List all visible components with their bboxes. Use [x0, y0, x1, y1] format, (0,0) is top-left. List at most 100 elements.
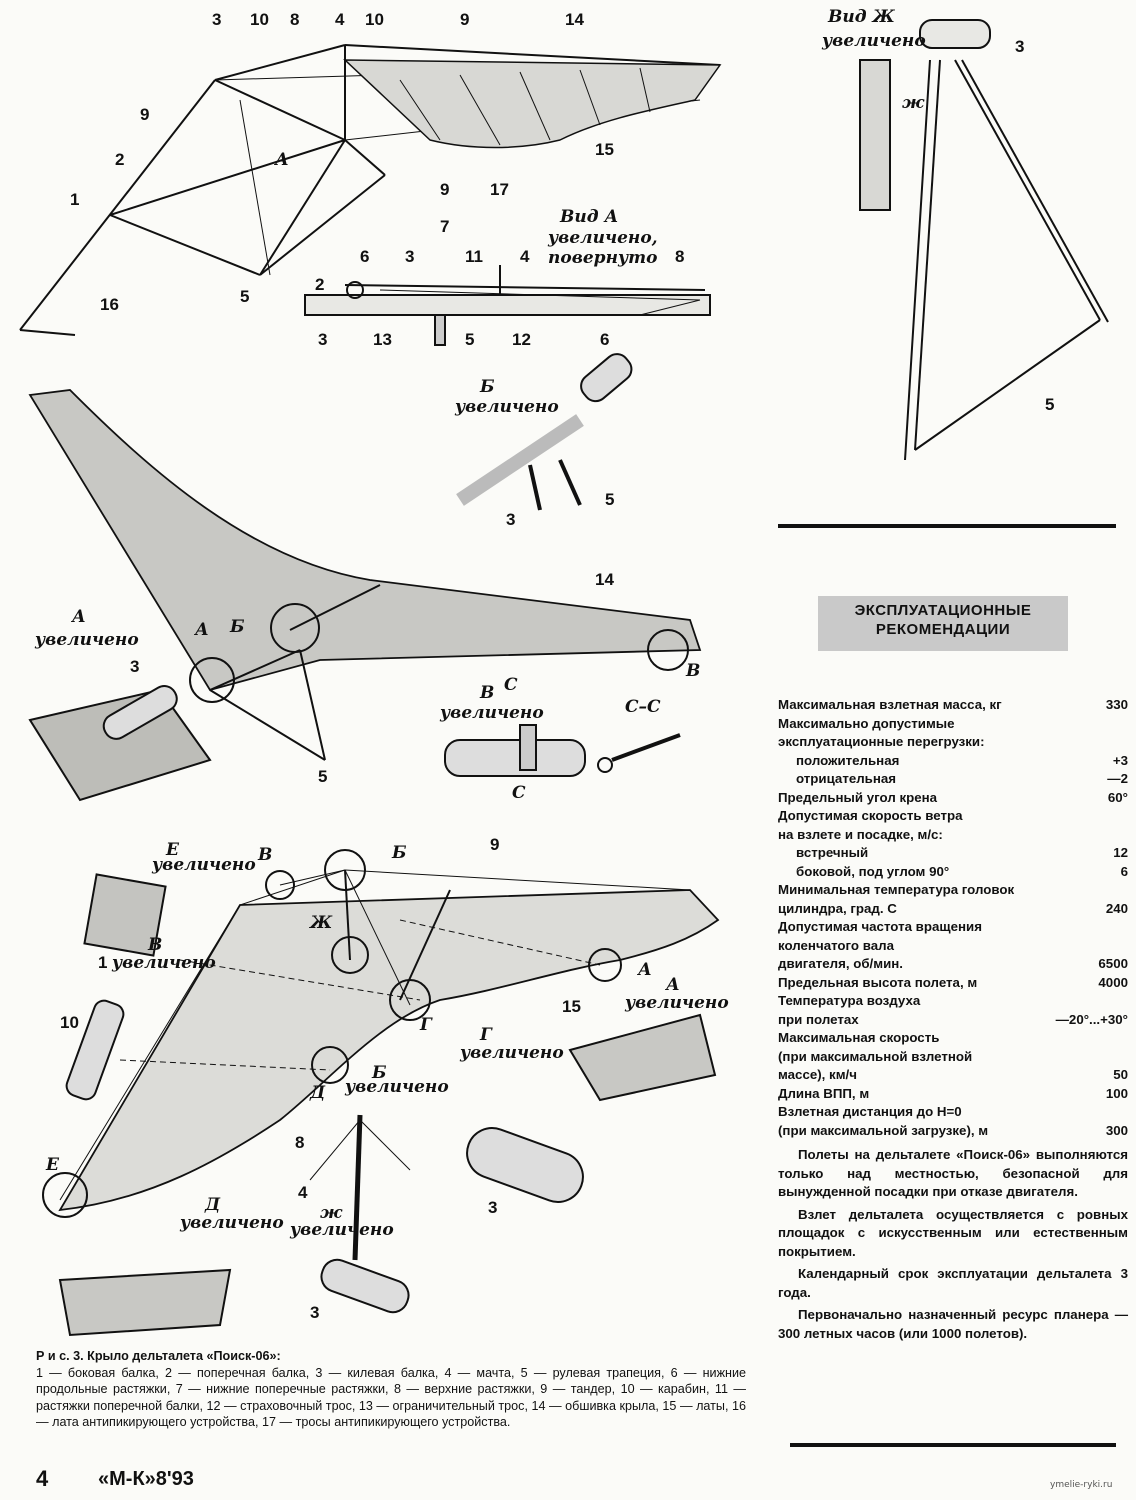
detail-c-bottom: С [512, 783, 526, 803]
circle-g-letter: Г [419, 1015, 433, 1035]
site-watermark: ymelie-ryki.ru [1050, 1480, 1113, 1490]
paragraph-1: Полеты на дельталете «Поиск-06» выполняю… [778, 1147, 1128, 1199]
detail-b-mount [456, 353, 633, 511]
bottom-rule [790, 1443, 1116, 1447]
detail-b2-uvel: увеличено [344, 1077, 449, 1097]
label-3f: 3 [130, 657, 139, 676]
detail-v-tip [444, 724, 681, 777]
vid-a-title: Вид А [559, 207, 618, 227]
label-4c: 4 [298, 1183, 308, 1202]
wing-planform [28, 389, 702, 761]
label-12: 12 [512, 330, 531, 349]
detail-cc-title: С–С [625, 697, 661, 717]
label-3d: 3 [1015, 37, 1024, 56]
label-5b: 5 [465, 330, 474, 349]
spec-row: Температура воздуха [778, 993, 921, 1008]
label-1: 1 [70, 190, 79, 209]
label-15: 15 [595, 140, 614, 159]
detail-a2-uvel: увеличено [624, 993, 729, 1013]
spec-row: Допустимая частота вращения [778, 919, 982, 934]
magazine-issue: «М-К»8'93 [98, 1468, 194, 1490]
label-10b: 10 [365, 10, 384, 29]
label-3c: 3 [318, 330, 327, 349]
paragraph-4: Первоначально назначенный ресурс планера… [778, 1307, 1128, 1341]
label-zh-small: ж [902, 93, 925, 113]
detail-v-uvel: увеличено [439, 703, 544, 723]
spec-row: Допустимая скорость ветра [778, 808, 963, 823]
label-16: 16 [100, 295, 119, 314]
label-14b: 14 [595, 570, 614, 589]
circle-b2-letter: Б [391, 843, 407, 863]
spec-row: коленчатого вала [778, 937, 894, 953]
detail-v2-uvel: увеличено [111, 953, 216, 973]
label-8b: 8 [675, 247, 684, 266]
detail-c-top: С [504, 675, 518, 695]
label-3e: 3 [506, 510, 515, 529]
label-3h: 3 [310, 1303, 319, 1322]
label-3g: 3 [488, 1198, 497, 1217]
label-6: 6 [360, 247, 369, 266]
circle-a-letter: А [193, 620, 209, 640]
label-4: 4 [335, 10, 345, 29]
spec-row: Максимально допустимые [778, 715, 955, 731]
label-3: 3 [212, 10, 221, 29]
detail-g-uvel: увеличено [459, 1043, 564, 1063]
circle-a2-letter: А [636, 960, 652, 980]
detail-d-letter: Д [204, 1195, 221, 1215]
heading-line-2: РЕКОМЕНДАЦИИ [875, 621, 1011, 638]
spec-row: отрицательная—2 [796, 771, 1128, 786]
detail-v-letter: В [479, 683, 494, 703]
label-6b: 6 [600, 330, 609, 349]
spec-row: Минимальная температура головок [778, 882, 1015, 897]
view-zh-detail [859, 19, 1109, 461]
detail-b2-letter: Б [371, 1063, 387, 1083]
detail-e-uvel: увеличено [151, 855, 256, 875]
label-10c: 10 [60, 1013, 79, 1032]
label-10: 10 [250, 10, 269, 29]
label-15b: 15 [562, 997, 581, 1016]
vid-a-uvel: увеличено, [547, 228, 658, 248]
label-5c: 5 [1045, 395, 1054, 414]
small-details [58, 873, 717, 1337]
vid-zh-title: Вид Ж [827, 7, 895, 27]
detail-zh2-uvel: увеличено [289, 1220, 394, 1240]
recommendations-heading: ЭКСПЛУАТАЦИОННЫЕ РЕКОМЕНДАЦИИ [818, 596, 1068, 651]
label-5e: 5 [318, 767, 327, 786]
detail-zh2-letter: ж [320, 1203, 343, 1223]
spec-row: положительная+3 [796, 752, 1128, 768]
vid-zh-uvel: увеличено [821, 31, 926, 51]
spec-row: эксплуатационные перегрузки: [778, 734, 985, 749]
circle-v-letter: В [685, 661, 700, 681]
detail-a2-letter: А [664, 975, 680, 995]
label-13: 13 [373, 330, 392, 349]
caption-title: Р и с. 3. Крыло дельталета «Поиск-06»: [36, 1349, 281, 1363]
wing-perspective [42, 849, 720, 1218]
detail-b-letter: Б [479, 377, 495, 397]
label-3b: 3 [405, 247, 414, 266]
spec-row: при полетах—20°...+30° [778, 1011, 1128, 1027]
circle-zh-letter: Ж [308, 913, 333, 933]
label-2: 2 [115, 150, 124, 169]
detail-b-uvel: увеличено [454, 397, 559, 417]
label-11: 11 [465, 247, 483, 266]
paragraph-3: Календарный срок эксплуатации дельталета… [778, 1266, 1128, 1300]
frame-drawing [19, 44, 722, 336]
label-5: 5 [240, 287, 249, 306]
detail-g-letter: Г [479, 1025, 493, 1045]
label-8c: 8 [295, 1133, 304, 1152]
label-4b: 4 [520, 247, 530, 266]
circle-v2-letter: В [257, 845, 272, 865]
spec-row: на взлете и посадке, м/с: [778, 826, 943, 842]
detail-a-letter: А [70, 607, 86, 627]
paragraph-2: Взлет дельталета осуществляется с ровных… [778, 1206, 1128, 1259]
label-1b: 1 [98, 953, 107, 972]
